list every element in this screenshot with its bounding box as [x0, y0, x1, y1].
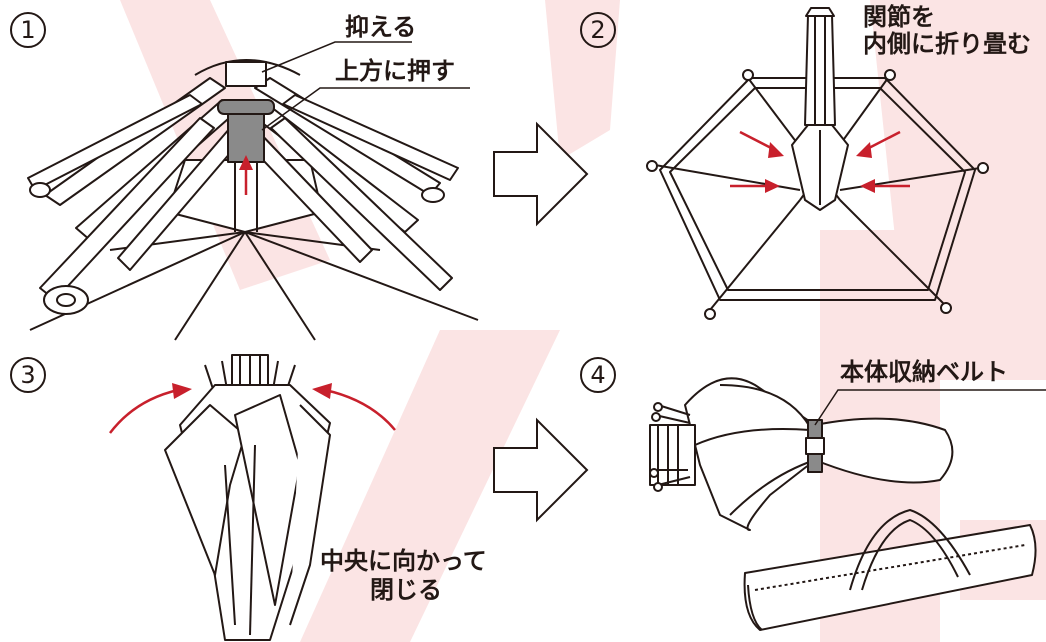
next-step-arrow-2 [493, 417, 589, 523]
step-4-illustration [649, 377, 1046, 631]
next-step-arrow-1 [493, 121, 589, 227]
step-number-4: 4 [580, 357, 616, 393]
label-fold-joints-line1: 関節を [863, 3, 935, 31]
step-2-illustration [646, 7, 989, 320]
label-close-center-line1: 中央に向かって [320, 547, 487, 575]
push-up-arrow [239, 155, 253, 195]
step-3-panel: 3 中央に向かって 閉じる [0, 345, 487, 642]
step-number-2: 2 [580, 12, 616, 48]
step-1-panel: 1 [0, 0, 480, 341]
label-storage-belt: 本体収納ベルト [840, 358, 1008, 386]
label-push-up: 上方に押す [335, 57, 455, 85]
label-close-center-line2: 閉じる [370, 576, 442, 604]
step-number-1: 1 [10, 12, 46, 48]
step-3-illustration [109, 354, 396, 641]
step-number-3: 3 [10, 357, 46, 393]
label-press: 抑える [345, 13, 417, 41]
label-fold-joints-line2: 内側に折り畳む [863, 30, 1031, 58]
step-1-illustration [27, 41, 479, 341]
step-4-panel: 4 [570, 345, 1046, 642]
step-2-panel: 2 [570, 0, 1046, 340]
